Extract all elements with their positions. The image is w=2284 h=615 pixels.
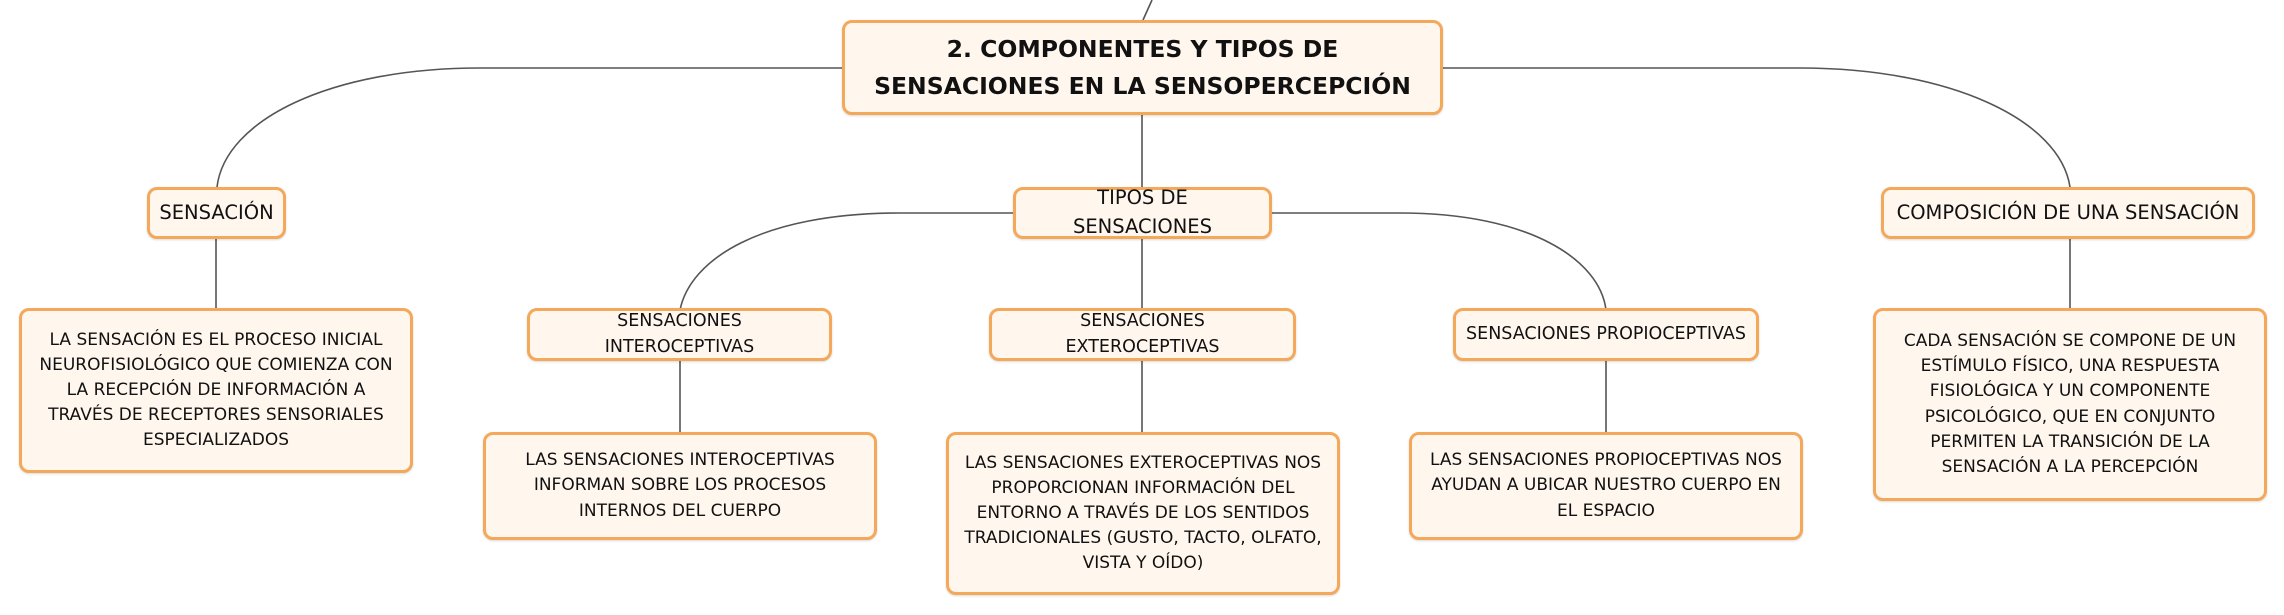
link-tipos-intero (679, 212, 1013, 311)
detail-sensaciones-propioceptivas[interactable]: LAS SENSACIONES PROPIOCEPTIVAS NOS AYUDA… (1409, 432, 1803, 540)
node-sensaciones-propioceptivas[interactable]: SENSACIONES PROPIOCEPTIVAS (1453, 308, 1759, 361)
node-composicion-de-una-sensacion[interactable]: COMPOSICIÓN DE UNA SENSACIÓN (1881, 187, 2255, 239)
node-sensacion[interactable]: SENSACIÓN (147, 187, 286, 239)
detail-composicion-de-una-sensacion[interactable]: CADA SENSACIÓN SE COMPONE DE UN ESTÍMULO… (1873, 308, 2267, 501)
node-sensaciones-exteroceptivas[interactable]: SENSACIONES EXTEROCEPTIVAS (989, 308, 1296, 361)
detail-sensaciones-exteroceptivas[interactable]: LAS SENSACIONES EXTEROCEPTIVAS NOS PROPO… (946, 432, 1340, 595)
link-root-composicion (1440, 67, 2071, 188)
link-root-sensacion (216, 67, 845, 188)
detail-sensacion[interactable]: LA SENSACIÓN ES EL PROCESO INICIAL NEURO… (19, 308, 413, 473)
detail-sensaciones-interoceptivas[interactable]: LAS SENSACIONES INTEROCEPTIVAS INFORMAN … (483, 432, 877, 540)
node-sensaciones-interoceptivas[interactable]: SENSACIONES INTEROCEPTIVAS (527, 308, 832, 361)
link-top-stub (1142, 0, 1153, 21)
node-tipos-de-sensaciones[interactable]: TIPOS DE SENSACIONES (1013, 186, 1272, 239)
root-node[interactable]: 2. COMPONENTES Y TIPOS DE SENSACIONES EN… (842, 20, 1443, 115)
link-tipos-propio (1272, 212, 1607, 311)
